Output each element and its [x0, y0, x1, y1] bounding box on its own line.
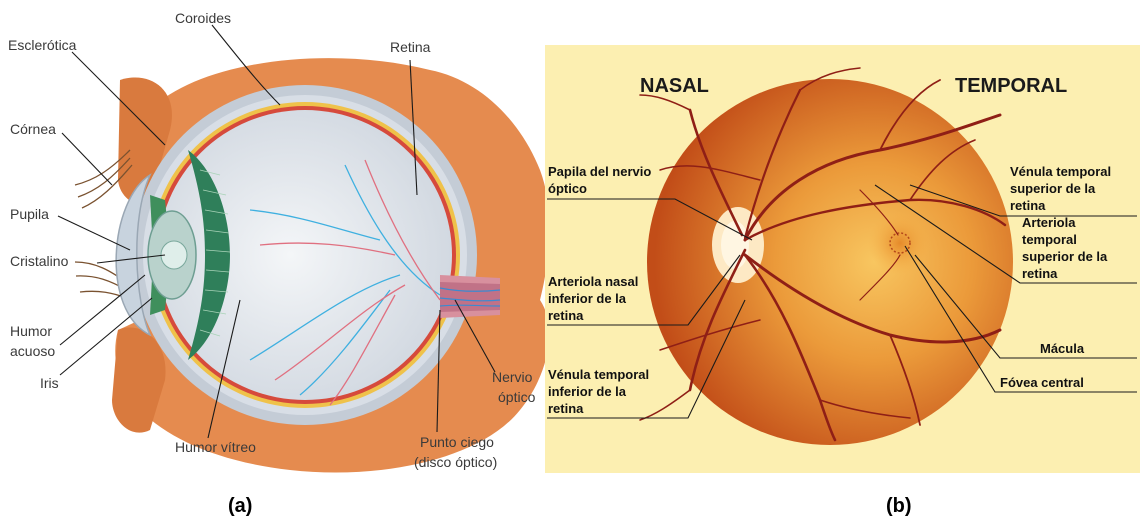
macula: [868, 211, 932, 275]
label-arteriola-sup-2: temporal: [1022, 232, 1077, 247]
label-humor-acuoso-1: Humor: [10, 323, 52, 339]
label-macula: Mácula: [1040, 341, 1085, 356]
caption-a: (a): [228, 495, 252, 517]
caption-b: (b): [886, 495, 912, 517]
label-nervio-optico-1: Nervio: [492, 369, 533, 385]
label-pupila: Pupila: [10, 206, 49, 222]
label-arteriola-nasal-3: retina: [548, 308, 584, 323]
label-cornea: Córnea: [10, 121, 56, 137]
optic-nerve: [440, 275, 500, 318]
panel-b-fundus-diagram: NASAL TEMPORAL Papila del nervio óptico …: [545, 45, 1140, 517]
header-nasal: NASAL: [640, 75, 709, 97]
vitreous-humor: [158, 110, 452, 400]
label-venula-sup-1: Vénula temporal: [1010, 164, 1111, 179]
label-cristalino: Cristalino: [10, 253, 69, 269]
label-arteriola-sup-3: superior de la: [1022, 249, 1108, 264]
label-coroides: Coroides: [175, 10, 231, 26]
label-papila-1: Papila del nervio: [548, 164, 651, 179]
label-humor-acuoso-2: acuoso: [10, 343, 55, 359]
label-venula-inf-2: inferior de la: [548, 384, 627, 399]
label-arteriola-sup-1: Arteriola: [1022, 215, 1076, 230]
label-arteriola-sup-4: retina: [1022, 266, 1058, 281]
label-venula-sup-3: retina: [1010, 198, 1046, 213]
label-venula-inf-3: retina: [548, 401, 584, 416]
label-papila-2: óptico: [548, 181, 587, 196]
label-iris: Iris: [40, 375, 59, 391]
label-punto-ciego-1: Punto ciego: [420, 434, 494, 450]
label-punto-ciego-2: (disco óptico): [414, 454, 497, 470]
label-esclerotica: Esclerótica: [8, 37, 77, 53]
label-venula-sup-2: superior de la: [1010, 181, 1096, 196]
label-venula-inf-1: Vénula temporal: [548, 367, 649, 382]
label-retina: Retina: [390, 39, 431, 55]
label-fovea: Fóvea central: [1000, 375, 1084, 390]
panel-a-eye-diagram: Coroides Esclerótica Retina Córnea Pupil…: [8, 10, 549, 517]
label-nervio-optico-2: óptico: [498, 389, 536, 405]
label-arteriola-nasal-1: Arteriola nasal: [548, 274, 638, 289]
header-temporal: TEMPORAL: [955, 75, 1067, 97]
label-arteriola-nasal-2: inferior de la: [548, 291, 627, 306]
label-humor-vitreo: Humor vítreo: [175, 439, 256, 455]
